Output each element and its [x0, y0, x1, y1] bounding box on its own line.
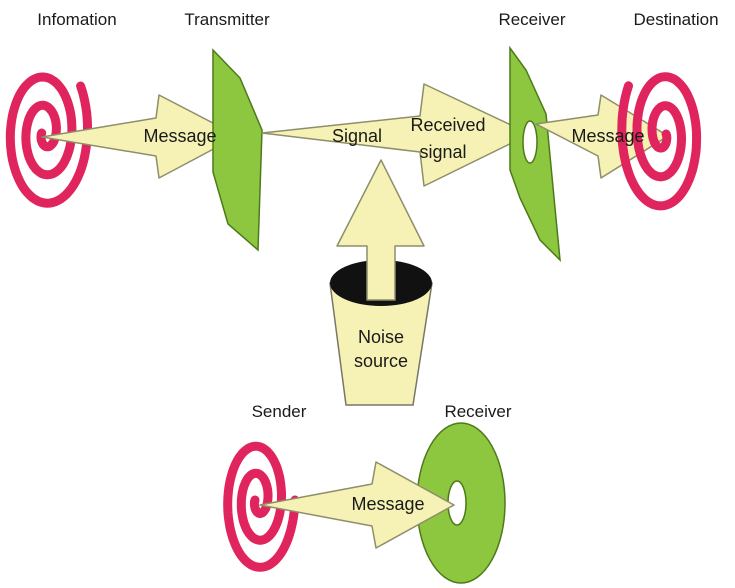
spiral-source-icon: [5, 72, 92, 208]
label-bottom-receiver: Receiver: [444, 402, 511, 421]
label-signal: Signal: [332, 126, 382, 146]
label-destination: Destination: [633, 10, 718, 29]
label-transmitter: Transmitter: [184, 10, 270, 29]
label-bottom-message: Message: [351, 494, 424, 514]
label-noise-line2: source: [354, 351, 408, 371]
label-message-in: Message: [143, 126, 216, 146]
bottom-message-arrow: [259, 461, 455, 549]
signal-arrow: [261, 83, 531, 187]
label-information: Infomation: [37, 10, 116, 29]
spiral-destination-icon: [617, 72, 702, 211]
label-received-line1: Received: [410, 115, 485, 135]
label-received-line2: signal: [419, 142, 466, 162]
noise-arrow: [336, 159, 425, 301]
label-message-out: Message: [571, 126, 644, 146]
receiver-plate-hole: [522, 120, 538, 164]
label-receiver: Receiver: [498, 10, 565, 29]
label-noise-line1: Noise: [358, 327, 404, 347]
receiver-disc-icon: [416, 422, 506, 584]
sender-spiral-icon: [223, 441, 300, 572]
transmitter-plate-icon: [212, 48, 263, 252]
label-sender: Sender: [252, 402, 307, 421]
